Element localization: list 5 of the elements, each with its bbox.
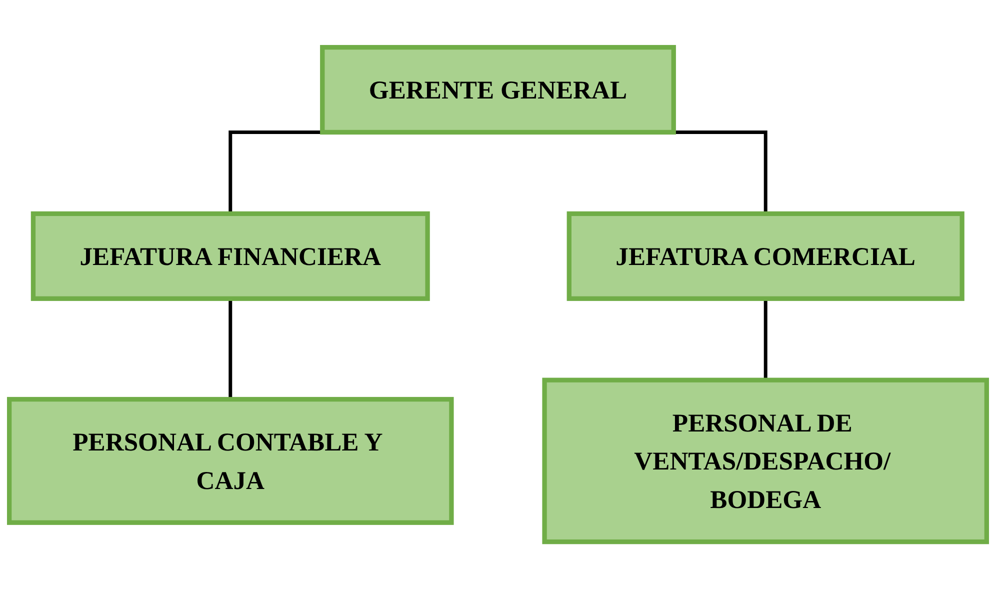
node-box: PERSONAL DE VENTAS/DESPACHO/ BODEGA (542, 378, 989, 544)
node-box: JEFATURA FINANCIERA (30, 211, 430, 301)
node-box: JEFATURA COMERCIAL (566, 211, 964, 301)
node-box: GERENTE GENERAL (320, 44, 676, 134)
node-box: PERSONAL CONTABLE Y CAJA (6, 396, 454, 525)
